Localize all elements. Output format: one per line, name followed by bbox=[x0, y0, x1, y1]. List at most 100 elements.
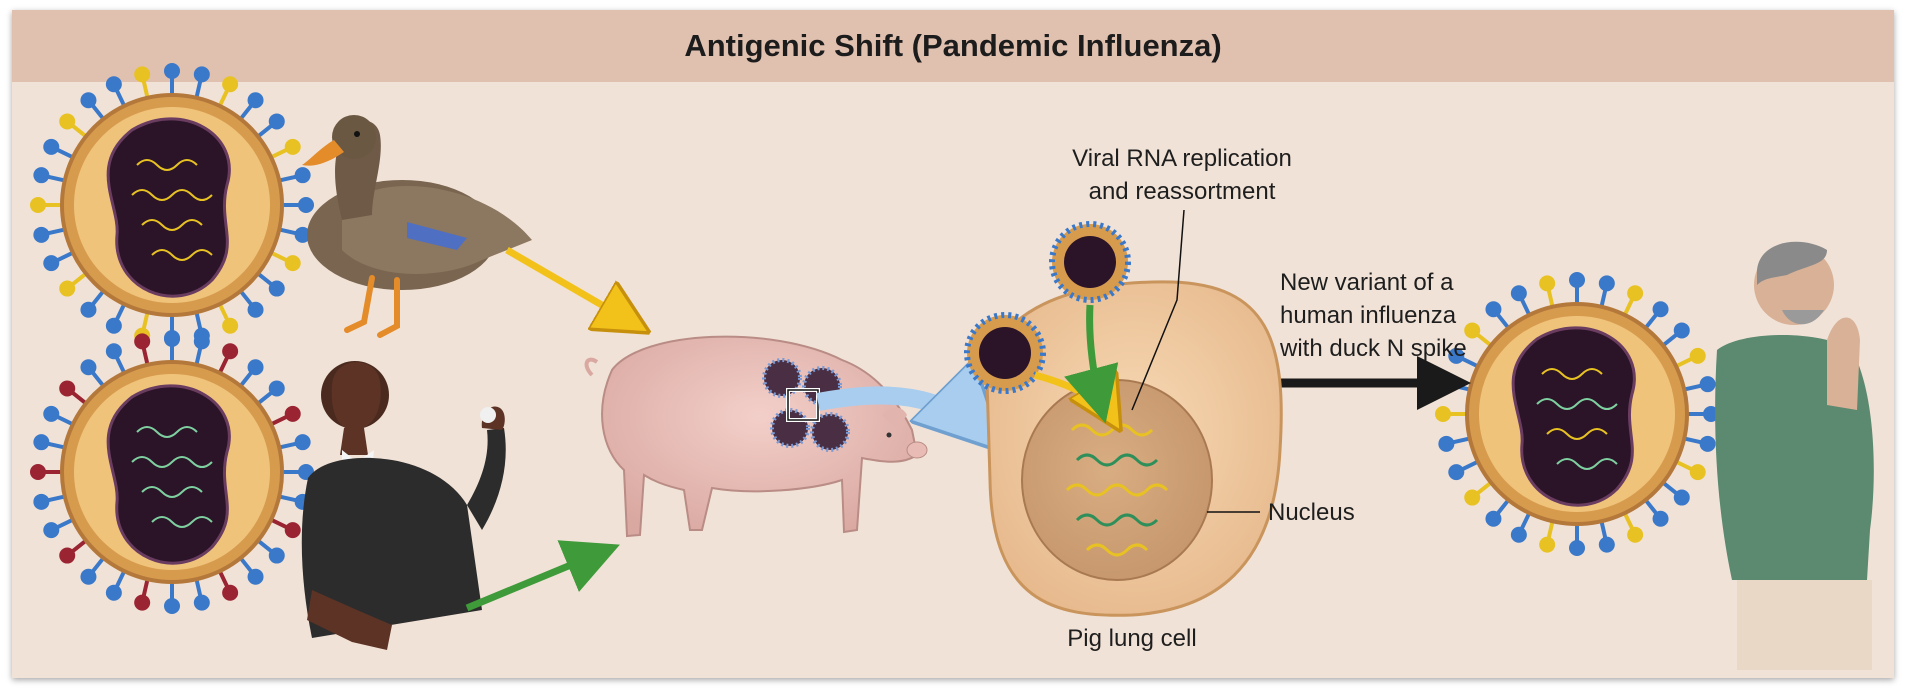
spike-head bbox=[1435, 406, 1451, 422]
title-bar: Antigenic Shift (Pandemic Influenza) bbox=[12, 10, 1894, 82]
spike-head bbox=[1510, 526, 1527, 543]
illustration-canvas bbox=[30, 63, 1874, 670]
spike-head bbox=[59, 113, 76, 130]
spike-head bbox=[1464, 322, 1481, 339]
spike-head bbox=[105, 343, 122, 360]
spike-head bbox=[164, 330, 180, 346]
spike-head bbox=[268, 547, 285, 564]
spike-head bbox=[247, 568, 264, 585]
spike-head bbox=[105, 317, 122, 334]
replication-label: Viral RNA replication and reassortment bbox=[1047, 142, 1317, 208]
spike-head bbox=[222, 343, 239, 360]
spike-head bbox=[284, 405, 301, 422]
spike-head bbox=[1689, 464, 1706, 481]
spike-head bbox=[1485, 510, 1502, 527]
spike-head bbox=[1510, 285, 1527, 302]
spike-head bbox=[1673, 322, 1690, 339]
spike-head bbox=[1569, 272, 1585, 288]
spike-head bbox=[80, 359, 97, 376]
spike-head bbox=[30, 464, 46, 480]
spike-head bbox=[1485, 301, 1502, 318]
spike-head bbox=[164, 63, 180, 79]
spike-head bbox=[59, 380, 76, 397]
spike-head bbox=[164, 598, 180, 614]
spike-head bbox=[1598, 275, 1615, 292]
duck-virus-particle bbox=[30, 63, 314, 347]
spike-head bbox=[193, 66, 210, 83]
spike-head bbox=[298, 197, 314, 213]
duck-to-pig-arrow bbox=[505, 246, 638, 326]
spike-head bbox=[284, 522, 301, 539]
spike-head bbox=[1539, 275, 1556, 292]
replication-label-line2: and reassortment bbox=[1088, 178, 1276, 205]
spike-head bbox=[247, 359, 264, 376]
pig-illustration bbox=[584, 335, 928, 538]
new-variant-virus-particle bbox=[1435, 272, 1719, 556]
spike-head bbox=[1569, 540, 1585, 556]
spike-head bbox=[268, 280, 285, 297]
diagram-title: Antigenic Shift (Pandemic Influenza) bbox=[684, 28, 1222, 63]
spike-head bbox=[43, 138, 60, 155]
spike-head bbox=[1448, 464, 1465, 481]
spike-head bbox=[294, 434, 311, 451]
spike-head bbox=[294, 167, 311, 184]
spike-head bbox=[294, 226, 311, 243]
spike-head bbox=[43, 405, 60, 422]
spike-head bbox=[1699, 376, 1716, 393]
spike-head bbox=[222, 76, 239, 93]
variant-label-line3: with duck N spike bbox=[1280, 335, 1467, 362]
spike-head bbox=[1652, 301, 1669, 318]
spike-head bbox=[43, 255, 60, 272]
spike-head bbox=[33, 493, 50, 510]
human-to-pig-arrow bbox=[465, 540, 620, 612]
pig-to-cell-arrow bbox=[816, 395, 992, 440]
spike-head bbox=[193, 594, 210, 611]
spike-head bbox=[105, 584, 122, 601]
spike-head bbox=[33, 434, 50, 451]
variant-label: New variant of a human influenza with du… bbox=[1280, 266, 1500, 365]
spike-head bbox=[284, 255, 301, 272]
spike-head bbox=[33, 167, 50, 184]
human-female-illustration bbox=[301, 361, 506, 650]
spike-head bbox=[1699, 435, 1716, 452]
spike-head bbox=[268, 113, 285, 130]
spike-head bbox=[247, 92, 264, 109]
spike-head bbox=[80, 568, 97, 585]
replication-label-line1: Viral RNA replication bbox=[1072, 145, 1292, 172]
spike-head bbox=[30, 197, 46, 213]
nucleus-label: Nucleus bbox=[1268, 499, 1355, 526]
duck-illustration bbox=[302, 115, 532, 338]
spike-head bbox=[193, 333, 210, 350]
spike-head bbox=[59, 280, 76, 297]
spike-head bbox=[80, 92, 97, 109]
spike-head bbox=[1627, 526, 1644, 543]
variant-label-line2: human influenza bbox=[1280, 302, 1457, 329]
spike-head bbox=[1703, 406, 1719, 422]
human-virus-particle bbox=[30, 330, 314, 614]
lung-cell-label: Pig lung cell bbox=[1067, 625, 1197, 652]
spike-head bbox=[1598, 536, 1615, 553]
spike-head bbox=[222, 317, 239, 334]
spike-head bbox=[80, 301, 97, 318]
diagram-frame: Antigenic Shift (Pandemic Influenza) bbox=[12, 10, 1894, 678]
spike-head bbox=[1464, 489, 1481, 506]
spike-head bbox=[134, 594, 151, 611]
pig-lung-cell bbox=[964, 221, 1283, 617]
spike-head bbox=[268, 380, 285, 397]
virus-spikes bbox=[30, 330, 314, 614]
spike-head bbox=[134, 66, 151, 83]
spike-head bbox=[1652, 510, 1669, 527]
spike-head bbox=[1438, 435, 1455, 452]
spike-head bbox=[284, 138, 301, 155]
cell-nucleus bbox=[1021, 379, 1213, 581]
virus-spikes bbox=[1435, 272, 1719, 556]
spike-head bbox=[1627, 285, 1644, 302]
human-male-illustration bbox=[1715, 241, 1874, 670]
spike-head bbox=[43, 522, 60, 539]
spike-head bbox=[1689, 347, 1706, 364]
spike-head bbox=[33, 226, 50, 243]
spike-head bbox=[59, 547, 76, 564]
spike-head bbox=[1673, 489, 1690, 506]
replication-leader-line bbox=[1131, 209, 1185, 411]
spike-head bbox=[247, 301, 264, 318]
